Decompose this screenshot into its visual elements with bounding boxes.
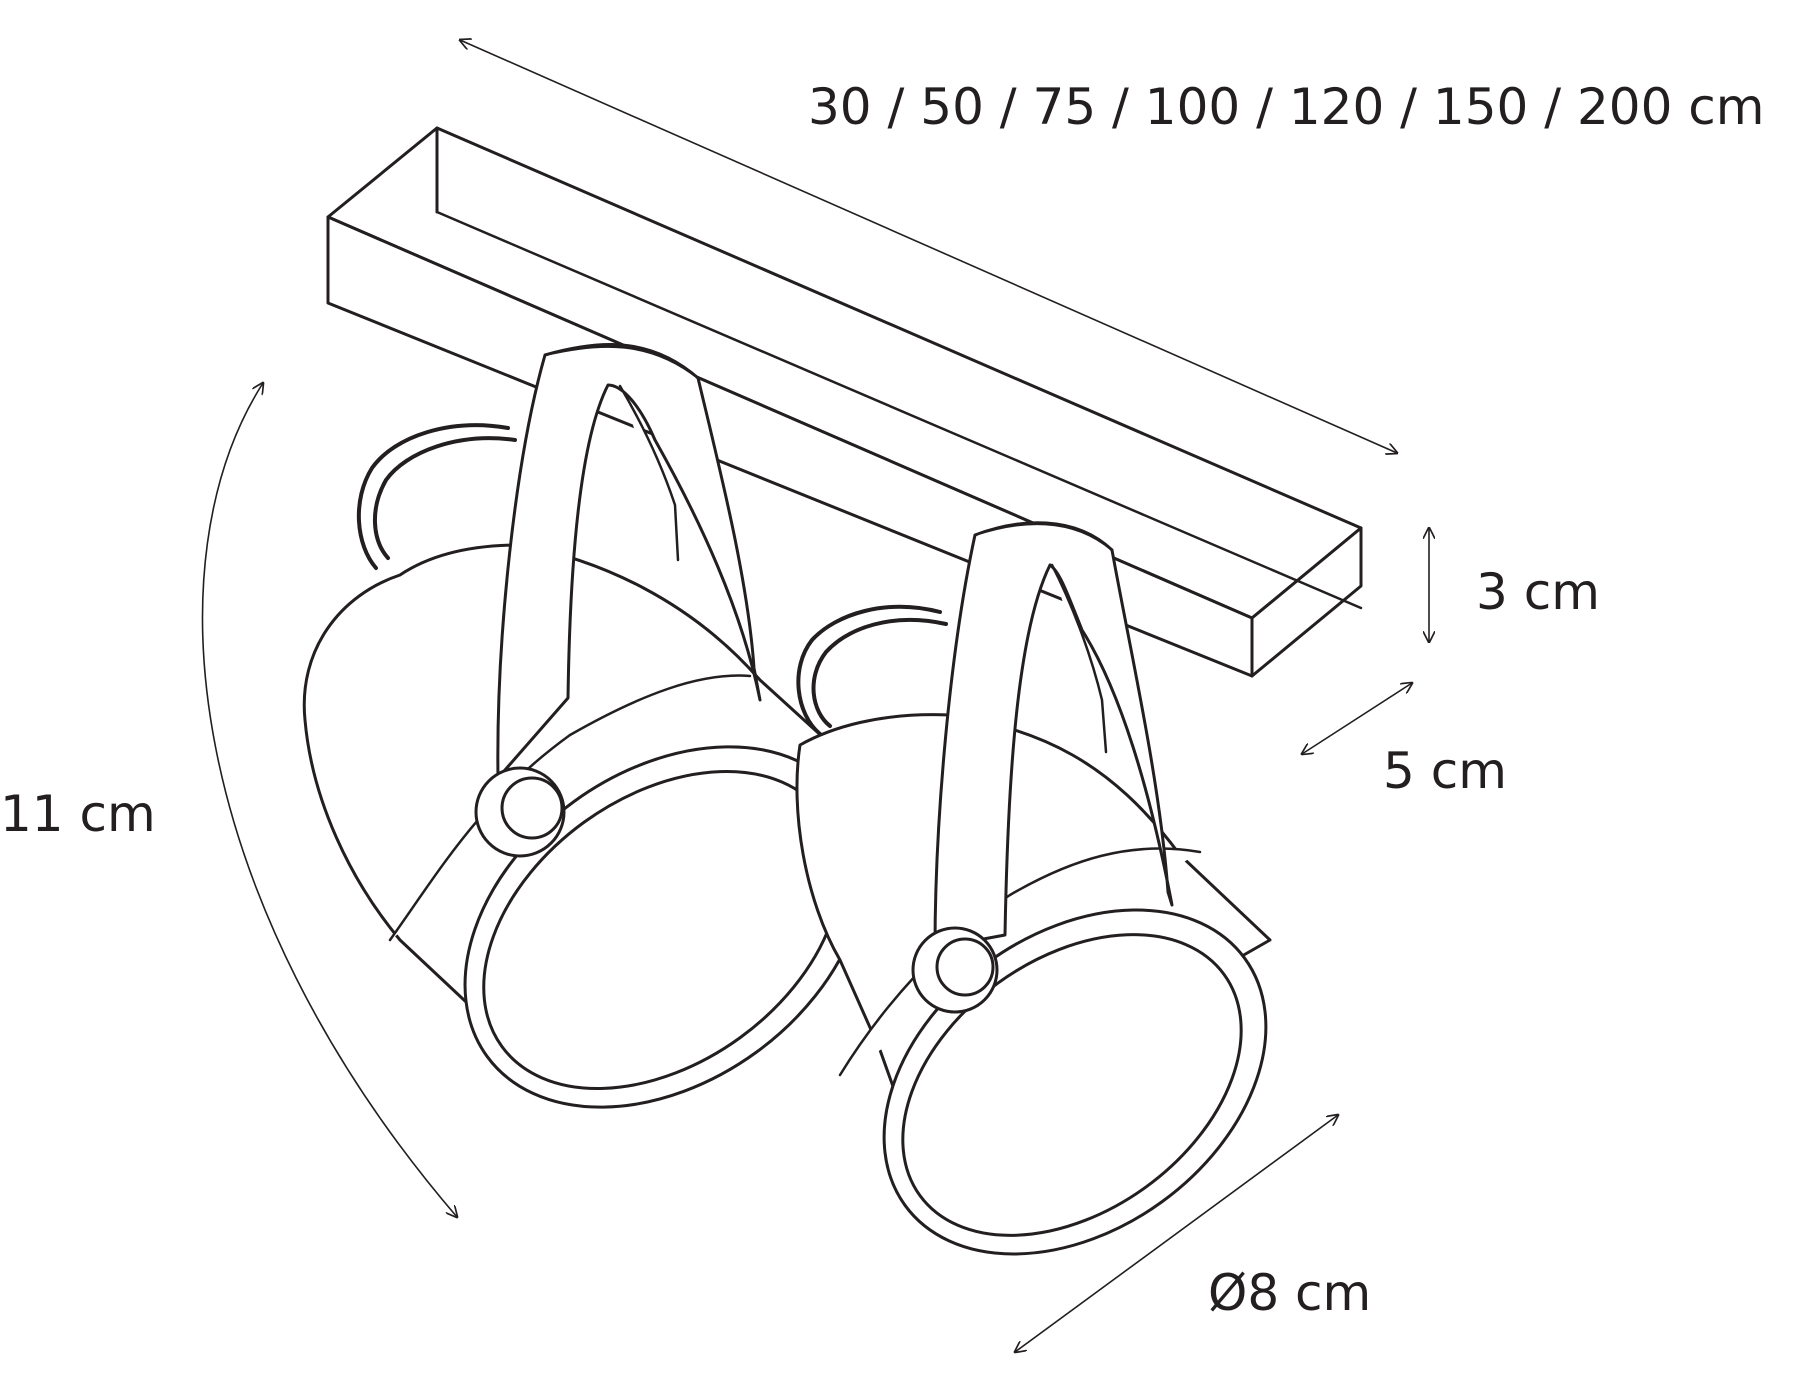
spotlight-right [795,521,1272,1256]
depth-label: 5 cm [1383,742,1507,800]
spot-height-label: 11 cm [0,785,156,843]
diameter-label: Ø8 cm [1208,1264,1372,1322]
spot-cable-right [796,604,948,736]
length-arrow [460,40,1397,453]
length-label: 30 / 50 / 75 / 100 / 120 / 150 / 200 cm [808,78,1765,136]
height-label: 3 cm [1476,563,1600,621]
spot-height-arrow [201,383,457,1217]
diameter-arrow [1015,1115,1338,1352]
depth-arrow [1302,683,1412,754]
spotlight-right-bracket [933,521,1174,950]
